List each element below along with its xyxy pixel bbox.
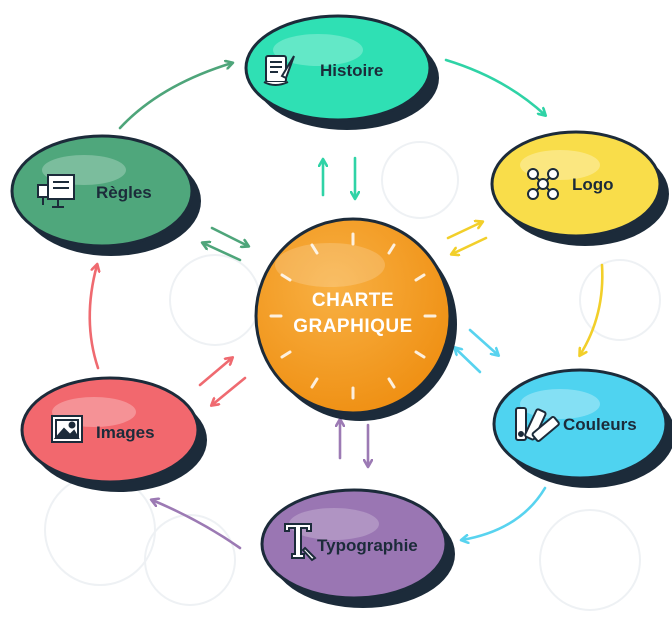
node-images: Images xyxy=(20,376,207,492)
color-swatch-fan-icon xyxy=(515,407,560,443)
node-typographie: Typographie xyxy=(260,488,455,608)
arrow-histoire-to-logo xyxy=(444,58,545,115)
node-regles: Règles xyxy=(10,134,201,256)
scroll-quill-icon xyxy=(263,55,295,86)
arrow-regles-to-histoire xyxy=(118,63,232,130)
node-label-typographie: Typographie xyxy=(317,536,418,555)
node-label-regles: Règles xyxy=(96,183,152,202)
image-frame-icon xyxy=(51,415,83,443)
node-histoire: Histoire xyxy=(244,14,439,130)
arrow-typographie-to-images xyxy=(152,500,242,550)
node-label-logo: Logo xyxy=(572,175,614,194)
cycle-arrows xyxy=(88,58,604,550)
arrow-images-to-regles xyxy=(88,265,98,370)
node-couleurs: Couleurs xyxy=(492,368,672,488)
center-clock-ticks xyxy=(269,232,437,400)
node-label-images: Images xyxy=(96,423,155,442)
arrow-couleurs-to-typographie xyxy=(462,486,547,540)
node-logo: Logo xyxy=(490,130,669,246)
node-label-histoire: Histoire xyxy=(320,61,383,80)
center-arrows xyxy=(198,156,498,466)
center-title-line2: GRAPHIQUE xyxy=(293,316,413,337)
typography-pen-icon xyxy=(284,523,317,562)
node-label-couleurs: Couleurs xyxy=(563,415,637,434)
logo-network-icon xyxy=(527,168,559,200)
arrow-logo-to-couleurs xyxy=(580,263,604,355)
center-node: CHARTE GRAPHIQUE xyxy=(254,217,457,421)
rules-board-icon xyxy=(37,174,75,208)
center-title-line1: CHARTE xyxy=(312,290,394,311)
